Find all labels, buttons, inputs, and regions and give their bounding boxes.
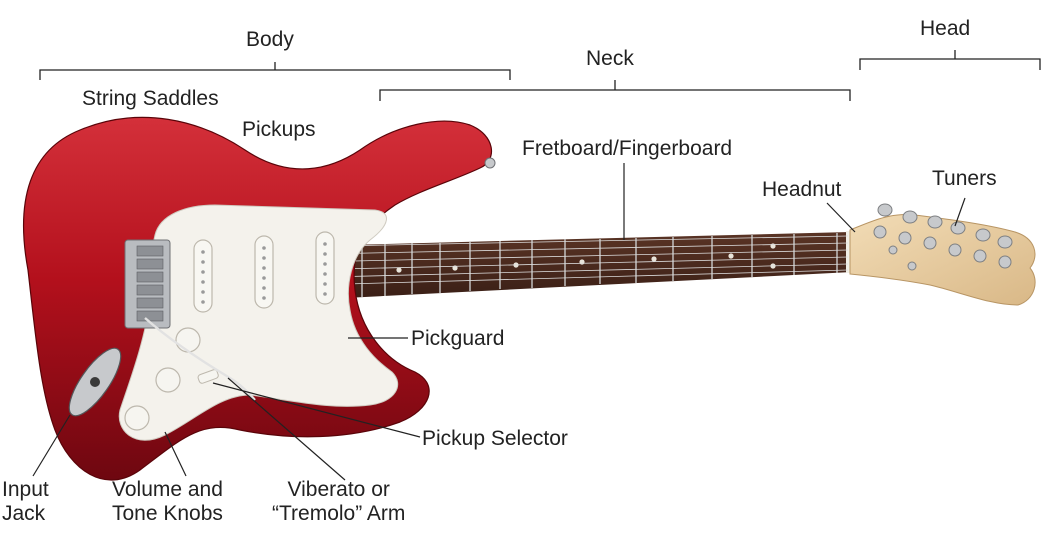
- label-tuners: Tuners: [932, 167, 997, 190]
- headnut-leader: [826, 202, 856, 233]
- label-string-saddles: String Saddles: [82, 87, 219, 110]
- head-bracket: [859, 50, 1041, 70]
- section-label-body: Body: [246, 28, 294, 51]
- headstock: [849, 203, 1036, 306]
- bridge-saddles: [124, 239, 171, 329]
- label-fretboard: Fretboard/Fingerboard: [522, 137, 733, 160]
- leader-lines: [32, 163, 966, 481]
- pickup-selector-part: [197, 369, 219, 384]
- neck: [345, 231, 852, 298]
- label-headnut: Headnut: [762, 178, 842, 201]
- guitar-body: [22, 116, 496, 481]
- section-label-neck: Neck: [586, 47, 634, 70]
- section-brackets: [39, 50, 1041, 101]
- label-tremolo-arm: Viberato or “Tremolo” Arm: [272, 478, 406, 525]
- headnut-part: [846, 231, 852, 273]
- input-jack-leader: [32, 414, 71, 477]
- label-pickguard: Pickguard: [411, 327, 505, 350]
- pickups-part: [193, 231, 335, 313]
- tuners-leader: [954, 197, 966, 227]
- tremolo-leader: [227, 377, 346, 481]
- label-pickups: Pickups: [242, 118, 316, 141]
- volume-tone-leader: [164, 431, 187, 477]
- label-volume-tone-knobs: Volume and Tone Knobs: [112, 478, 223, 525]
- pole-pieces: [201, 242, 327, 304]
- label-pickup-selector: Pickup Selector: [422, 427, 568, 450]
- label-input-jack: Input Jack: [2, 478, 49, 525]
- section-label-head: Head: [920, 17, 971, 40]
- body-bracket: [39, 62, 511, 80]
- tuner-pegs: [873, 203, 1013, 271]
- pickup-selector-leader: [212, 382, 421, 438]
- neck-bracket: [379, 80, 851, 101]
